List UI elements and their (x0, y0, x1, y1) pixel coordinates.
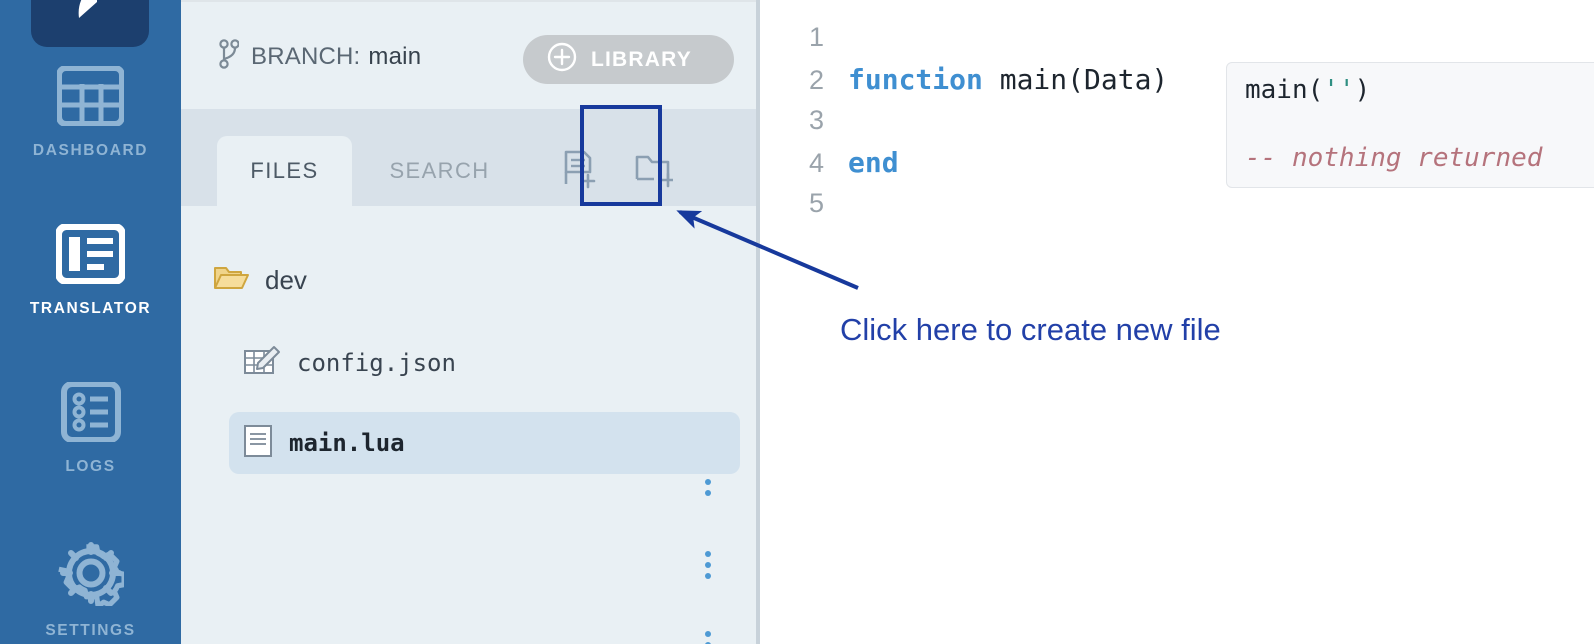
code-line-3: 3 (760, 105, 848, 136)
file-tree: dev config.json (181, 206, 758, 644)
branch-prefix-label: BRANCH: (251, 42, 361, 70)
code-line-4: 4 end (760, 146, 899, 179)
panel-header: BRANCH: main LIBRARY (181, 4, 758, 109)
tree-row-config-json[interactable]: config.json (243, 335, 713, 391)
tree-row-config-json-kebab-menu[interactable] (693, 537, 723, 593)
panel-tabstrip: FILES SEARCH (181, 109, 758, 206)
tree-row-main-lua[interactable]: main.lua (229, 412, 740, 474)
eval-hint-panel: main('') -- nothing returned (1226, 62, 1594, 188)
git-branch-icon (219, 38, 240, 75)
code-line-2: 2 function main(Data) (760, 63, 1168, 96)
new-file-icon (562, 149, 600, 194)
eval-call-line: main('') (1245, 75, 1370, 105)
code-text: function main(Data) (848, 63, 1168, 96)
table-grid-icon (56, 65, 125, 131)
plus-circle-icon (547, 42, 577, 77)
sidebar-item-dashboard-label: DASHBOARD (32, 142, 149, 159)
eval-call-string: '' (1323, 75, 1355, 105)
sidebar-item-settings-label: SETTINGS (45, 622, 136, 639)
tree-row-main-lua-kebab-menu[interactable] (693, 617, 723, 644)
panel-divider[interactable] (756, 0, 760, 644)
sidebar-item-settings[interactable]: SETTINGS (0, 540, 181, 640)
tree-row-dev[interactable]: dev (213, 252, 713, 308)
table-edit-icon (243, 345, 281, 382)
branch-indicator[interactable]: BRANCH: main (219, 38, 421, 75)
tab-files[interactable]: FILES (217, 136, 352, 206)
kebab-menu-icon (705, 551, 711, 557)
tree-row-dev-label: dev (265, 264, 307, 295)
sidebar-item-logs[interactable]: LOGS (0, 381, 181, 476)
new-folder-button[interactable] (618, 136, 688, 206)
line-number: 5 (808, 188, 824, 218)
new-folder-icon (633, 149, 676, 194)
tree-row-config-json-label: config.json (297, 349, 456, 377)
line-number: 1 (808, 22, 824, 52)
code-keyword: function (848, 63, 983, 96)
kebab-menu-icon (705, 631, 711, 637)
code-line-5: 5 (760, 188, 848, 219)
tab-files-label: FILES (250, 158, 319, 183)
tab-search[interactable]: SEARCH (352, 136, 527, 206)
line-number: 4 (808, 148, 824, 178)
sidebar-item-translator-label: TRANSLATOR (29, 300, 152, 317)
brand-logo-icon (67, 0, 113, 47)
folder-open-icon (213, 263, 249, 298)
code-editor[interactable]: 1 2 function main(Data) 3 4 end 5 main('… (760, 0, 1594, 644)
sidebar-item-dashboard[interactable]: DASHBOARD (0, 65, 181, 160)
left-nav-rail: DASHBOARD TRANSLATOR (0, 0, 181, 644)
sidebar-item-translator[interactable]: TRANSLATOR (0, 223, 181, 318)
code-plain: main(Data) (982, 63, 1169, 96)
eval-comment-line: -- nothing returned (1245, 143, 1543, 173)
library-button[interactable]: LIBRARY (523, 35, 734, 84)
brand-logo[interactable] (31, 0, 149, 47)
eval-call-prefix: main( (1245, 75, 1324, 105)
code-keyword: end (848, 146, 899, 179)
gear-icon (57, 540, 127, 611)
sidebar-item-logs-label: LOGS (65, 458, 116, 475)
translator-panel-icon (55, 223, 126, 289)
line-number: 3 (808, 105, 824, 135)
code-text: end (848, 146, 899, 179)
file-lines-icon (243, 424, 273, 463)
code-line-1: 1 (760, 22, 848, 53)
branch-name-label: main (368, 42, 422, 70)
library-button-label: LIBRARY (591, 47, 692, 71)
list-document-icon (60, 381, 121, 447)
file-panel: BRANCH: main LIBRARY FILES SEARCH (181, 0, 758, 644)
tree-row-main-lua-label: main.lua (289, 429, 405, 457)
line-number: 2 (808, 65, 824, 95)
annotation-label: Click here to create new file (840, 312, 1221, 347)
eval-call-suffix: ) (1354, 75, 1371, 105)
new-file-button[interactable] (546, 136, 616, 206)
tab-search-label: SEARCH (389, 158, 490, 183)
